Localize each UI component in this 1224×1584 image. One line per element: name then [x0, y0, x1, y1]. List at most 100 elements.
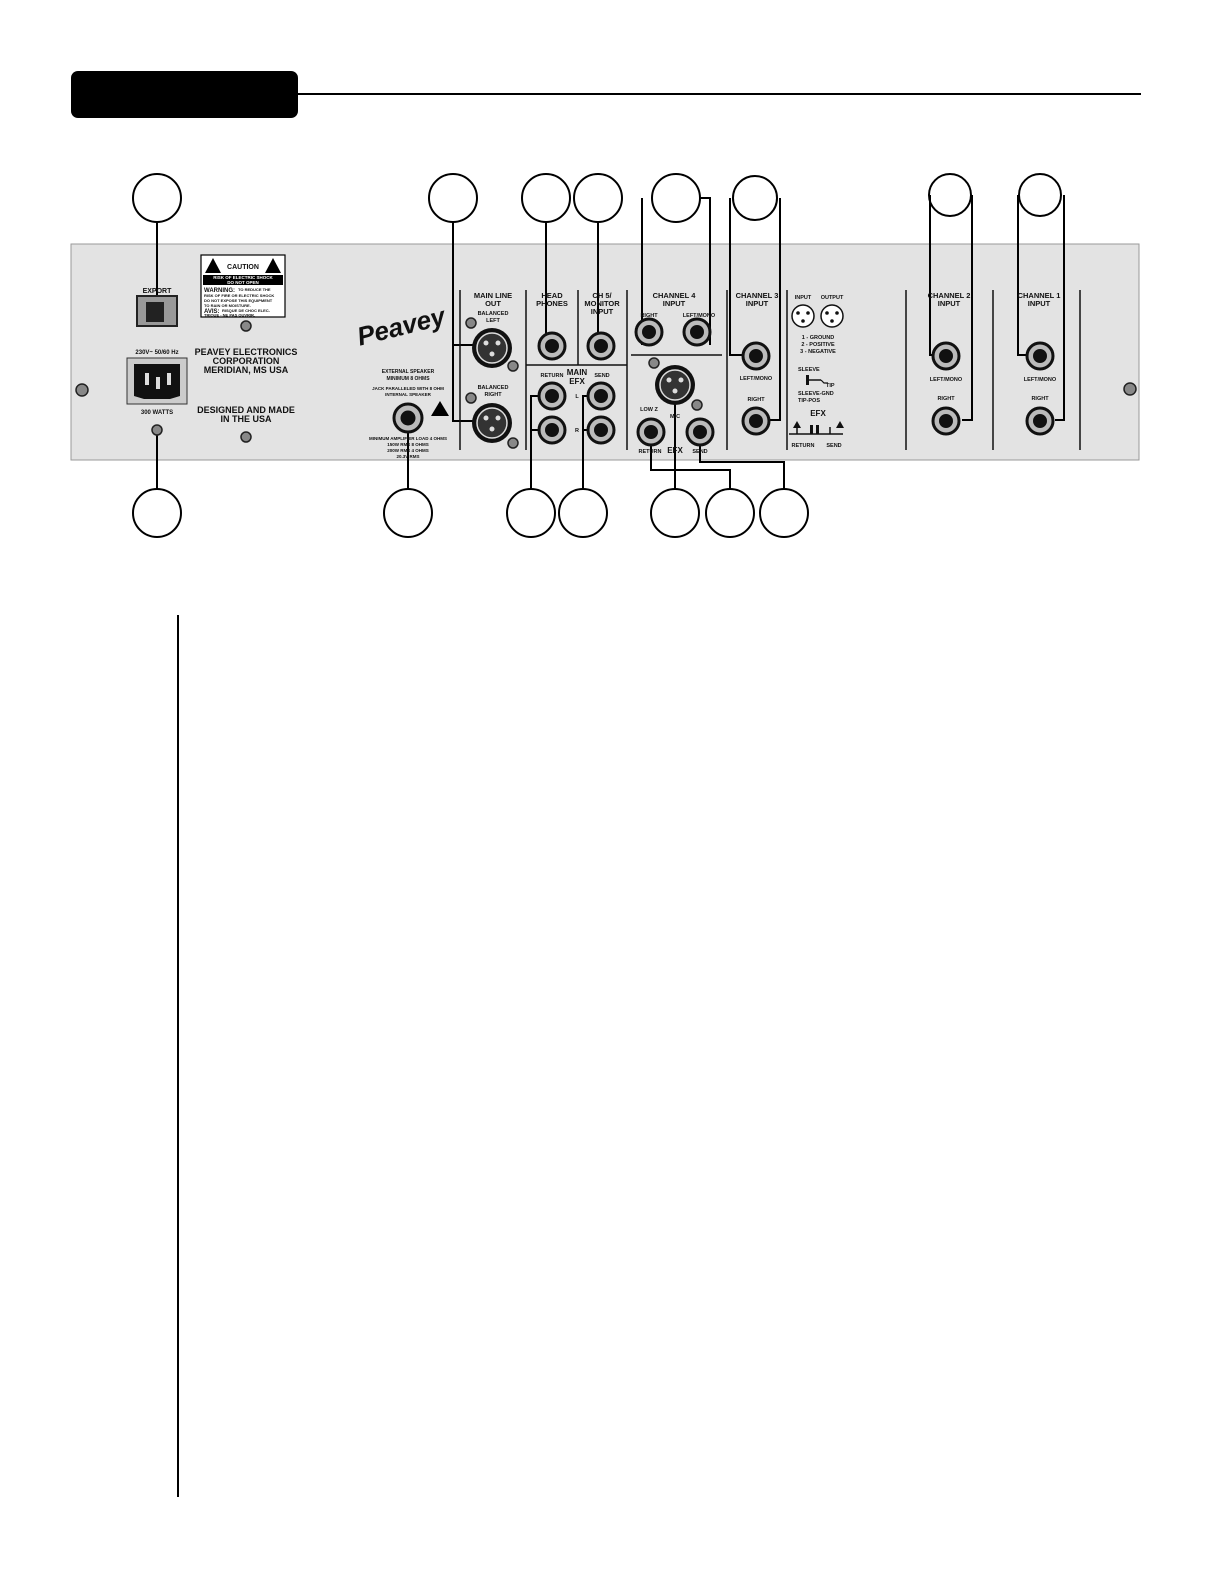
ch5-title2: MONITOR [584, 299, 620, 308]
caution-line1: RISK OF ELECTRIC SHOCK [213, 275, 273, 280]
jack-ch1-right [1025, 406, 1055, 436]
main-line-out-section: MAIN LINE OUT BALANCED LEFT BALANCED RIG… [474, 291, 512, 398]
screw-icon [507, 360, 519, 372]
main-efx-send: SEND [594, 373, 609, 379]
screw-icon [465, 317, 477, 329]
callout-circle [506, 488, 556, 538]
warning-label: WARNING: [204, 288, 235, 294]
avis-line2: TRIQUE - NE PAS OUVRIR. [204, 313, 255, 318]
screw-icon [648, 357, 660, 369]
main-efx-section: MAIN EFX RETURN SEND L R [541, 368, 610, 434]
channel3-section: CHANNEL 3 INPUT LEFT/MONO RIGHT [736, 291, 779, 403]
callout-circle [732, 175, 778, 221]
caution-label: CAUTION RISK OF ELECTRIC SHOCK DO NOT OP… [200, 254, 286, 318]
warning-triangle-icon [265, 258, 281, 273]
xlr-pin-legend: INPUT OUTPUT 1 - GROUND 2 - POSITIVE 3 -… [791, 295, 844, 355]
efx-legend-l1: SLEEVE-GND [798, 391, 834, 397]
efx-legend-l2: TIP-POS [798, 398, 820, 404]
screw-icon [240, 320, 252, 332]
channel2-section: CHANNEL 2 INPUT LEFT/MONO RIGHT [928, 291, 971, 402]
headphones-title2: PHONES [536, 299, 568, 308]
avis-line1: RISQUE DE CHOC ELEC- [222, 308, 271, 313]
main-efx-r: R [575, 428, 579, 434]
power-inlet: 230V~ 50/60 Hz 300 WATTS [126, 350, 188, 416]
company-line1: PEAVEY ELECTRONICS [195, 347, 298, 357]
ch3-leftmono: LEFT/MONO [740, 376, 773, 382]
leader-line [699, 432, 785, 489]
speaker-line6: 150W RMS 8 OHMS [387, 442, 429, 447]
ch5-monitor-section: CH 5/ MONITOR INPUT [584, 291, 620, 316]
quarter-inch-jacks [392, 317, 1055, 447]
leader-line [700, 197, 711, 345]
export-switch: EXPORT [136, 288, 178, 327]
ch4-title2: INPUT [663, 299, 686, 308]
rear-panel-diagram: EXPORT CAUTION RISK OF ELECTRIC SHOCK DO… [70, 173, 1140, 538]
efx-legend-sleeve: SLEEVE [798, 367, 820, 373]
screw-icon [507, 437, 519, 449]
channel1-section: CHANNEL 1 INPUT LEFT/MONO RIGHT [1018, 291, 1061, 402]
made-line2: IN THE USA [220, 414, 272, 424]
ch1-title2: INPUT [1028, 299, 1051, 308]
callout-circle [383, 488, 433, 538]
warning-triangle-icon [431, 401, 449, 416]
jack-ch4-right [634, 317, 664, 347]
screw-icon [240, 431, 252, 443]
screw-icon [1123, 382, 1137, 396]
callout-circles-bottom [132, 488, 809, 538]
jack-ch4-efx-send [685, 417, 715, 447]
section-header-tab [71, 71, 298, 118]
jack-ch4-efx-return [636, 417, 666, 447]
jack-ch2-leftmono [931, 341, 961, 371]
ch1-leftmono: LEFT/MONO [1024, 377, 1057, 383]
leader-line [962, 195, 973, 421]
ch4-title1: CHANNEL 4 [653, 291, 697, 300]
plug-icon [806, 375, 809, 385]
xlr-connectors [472, 328, 695, 443]
channel4-section: CHANNEL 4 INPUT RIGHT LEFT/MONO LOW Z MI… [639, 291, 716, 455]
jack-main-efx-return-r [537, 415, 567, 445]
callout-circle [521, 173, 571, 223]
xlr-ch4-mic [655, 365, 695, 405]
jack-main-efx-send-l [586, 381, 616, 411]
jack-main-efx-return-l [537, 381, 567, 411]
company-line2: CORPORATION [213, 356, 280, 366]
callout-circle [651, 173, 701, 223]
efx-legend-send: SEND [826, 443, 841, 449]
leader-line [452, 345, 475, 422]
warning-line4: TO RAIN OR MOISTURE. [204, 303, 251, 308]
speaker-line8: 20.3V RMS [396, 454, 419, 459]
balanced-left-1: BALANCED [478, 311, 509, 317]
avis-label: AVIS: [204, 309, 220, 315]
main-efx-l: L [575, 394, 579, 400]
company-line3: MERIDIAN, MS USA [204, 365, 289, 375]
balanced-right-2: RIGHT [484, 392, 502, 398]
leader-line [650, 432, 731, 489]
made-line1: DESIGNED AND MADE [197, 405, 295, 415]
jack-ch1-leftmono [1025, 341, 1055, 371]
ch5-title1: CH 5/ [592, 291, 612, 300]
margin-rule [177, 615, 179, 1497]
jack-ch2-right [931, 406, 961, 436]
warning-triangle-icon [205, 258, 221, 273]
speaker-line2: MINIMUM 8 OHMS [386, 376, 430, 382]
jack-main-efx-send-r [586, 415, 616, 445]
speaker-line4: INTERNAL SPEAKER [385, 392, 431, 397]
ch3-right: RIGHT [747, 397, 765, 403]
ch4-return: RETURN [639, 449, 662, 455]
speaker-line1: EXTERNAL SPEAKER [382, 369, 435, 375]
efx-wiring-legend: SLEEVE TIP SLEEVE-GND TIP-POS EFX RETURN… [789, 367, 844, 449]
ch2-right: RIGHT [937, 396, 955, 402]
section-dividers [459, 290, 1081, 450]
callout-circle [428, 173, 478, 223]
callout-circle [132, 488, 182, 538]
callout-circle [650, 488, 700, 538]
ch4-lowz: LOW Z [640, 407, 658, 413]
ch4-leftmono: LEFT/MONO [683, 313, 716, 319]
speaker-line7: 200W RMS 4 OHMS [387, 448, 429, 453]
xlr-legend-output: OUTPUT [821, 295, 844, 301]
ch4-right: RIGHT [640, 313, 658, 319]
xlr-legend-l3: 3 - NEGATIVE [800, 349, 836, 355]
ch4-efx: EFX [667, 446, 683, 455]
balanced-left-2: LEFT [486, 318, 500, 324]
warning-line3: DO NOT EXPOSE THIS EQUIPMENT [204, 298, 273, 303]
